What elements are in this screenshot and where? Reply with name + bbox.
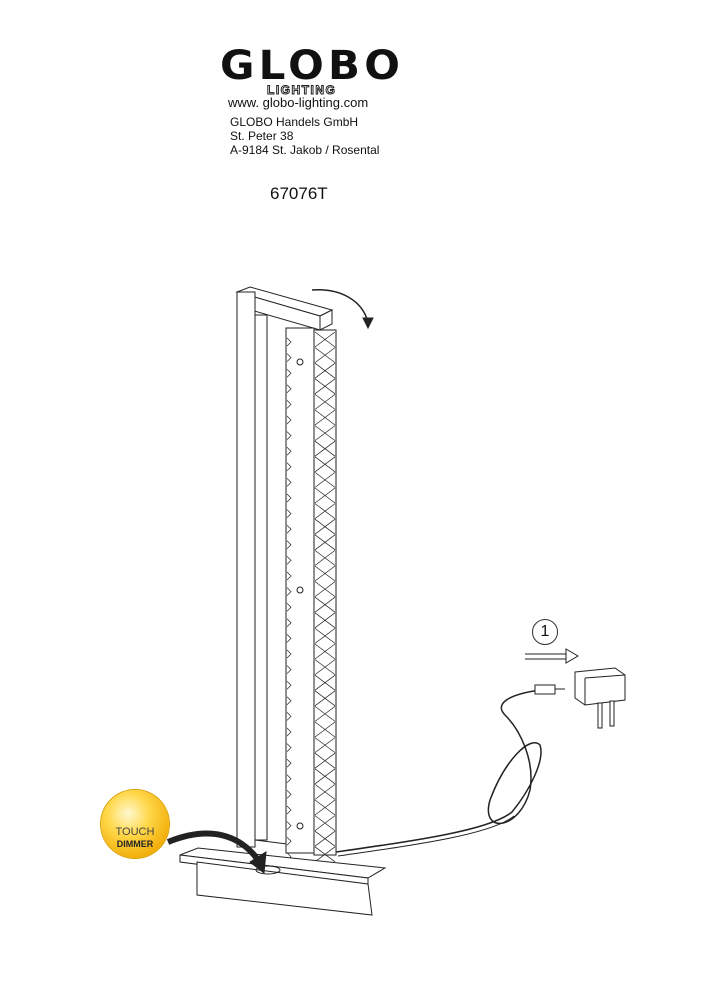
badge-dimmer-label: DIMMER bbox=[116, 839, 154, 849]
crystal-mark bbox=[286, 690, 336, 707]
address-company: GLOBO Handels GmbH bbox=[230, 115, 359, 129]
crystal-mark bbox=[286, 737, 336, 753]
direction-arrow bbox=[525, 648, 579, 664]
crystal-mark bbox=[286, 581, 336, 597]
crystal-mark bbox=[286, 565, 336, 582]
address-street: St. Peter 38 bbox=[230, 129, 294, 143]
crystal-mark bbox=[286, 378, 336, 395]
crystal-mark bbox=[286, 784, 336, 800]
crystal-mark bbox=[286, 799, 336, 816]
website-url: www. globo-lighting.com bbox=[228, 95, 369, 110]
crystal-mark bbox=[286, 706, 336, 722]
cable-plug bbox=[534, 684, 556, 695]
logo-subtitle: LIGHTING bbox=[266, 83, 337, 98]
touch-dimmer-badge: TOUCH DIMMER bbox=[101, 790, 169, 858]
crystal-mark bbox=[286, 347, 336, 363]
address-city: A-9184 St. Jakob / Rosental bbox=[230, 143, 380, 157]
crystal-mark bbox=[286, 425, 336, 441]
crystal-mark bbox=[286, 456, 336, 473]
crystal-mark bbox=[286, 331, 336, 348]
globo-logo: GLOBO bbox=[220, 43, 405, 89]
crystal-mark bbox=[286, 830, 336, 847]
crystal-mark bbox=[286, 612, 336, 629]
crystal-mark bbox=[286, 503, 336, 519]
lamp-frame bbox=[235, 286, 334, 848]
crystal-mark bbox=[286, 440, 336, 457]
crystal-mark bbox=[286, 534, 336, 551]
crystal-mark bbox=[286, 643, 336, 660]
model-number: 67076T bbox=[270, 184, 328, 203]
crystal-mark bbox=[286, 550, 336, 566]
led-column bbox=[285, 327, 337, 863]
crystal-mark bbox=[286, 472, 336, 488]
crystal-mark bbox=[286, 409, 336, 426]
crystal-mark bbox=[286, 362, 336, 379]
crystal-mark bbox=[286, 487, 336, 504]
crystal-mark bbox=[286, 518, 336, 535]
step-number: 1 bbox=[532, 619, 558, 645]
power-adapter-icon bbox=[574, 667, 626, 729]
rotate-arrow bbox=[311, 289, 369, 323]
crystal-mark bbox=[286, 752, 336, 769]
power-cable bbox=[335, 689, 542, 853]
badge-touch-label: TOUCH bbox=[115, 826, 155, 838]
touch-arrow bbox=[166, 830, 261, 862]
crystal-mark bbox=[286, 721, 336, 738]
lamp-base bbox=[179, 847, 387, 916]
crystal-mark bbox=[286, 628, 336, 644]
crystal-mark bbox=[286, 659, 336, 675]
crystal-mark bbox=[286, 815, 336, 831]
crystal-mark bbox=[286, 596, 336, 613]
crystal-mark bbox=[286, 768, 336, 785]
crystal-mark bbox=[286, 394, 336, 410]
crystal-mark bbox=[286, 674, 336, 691]
